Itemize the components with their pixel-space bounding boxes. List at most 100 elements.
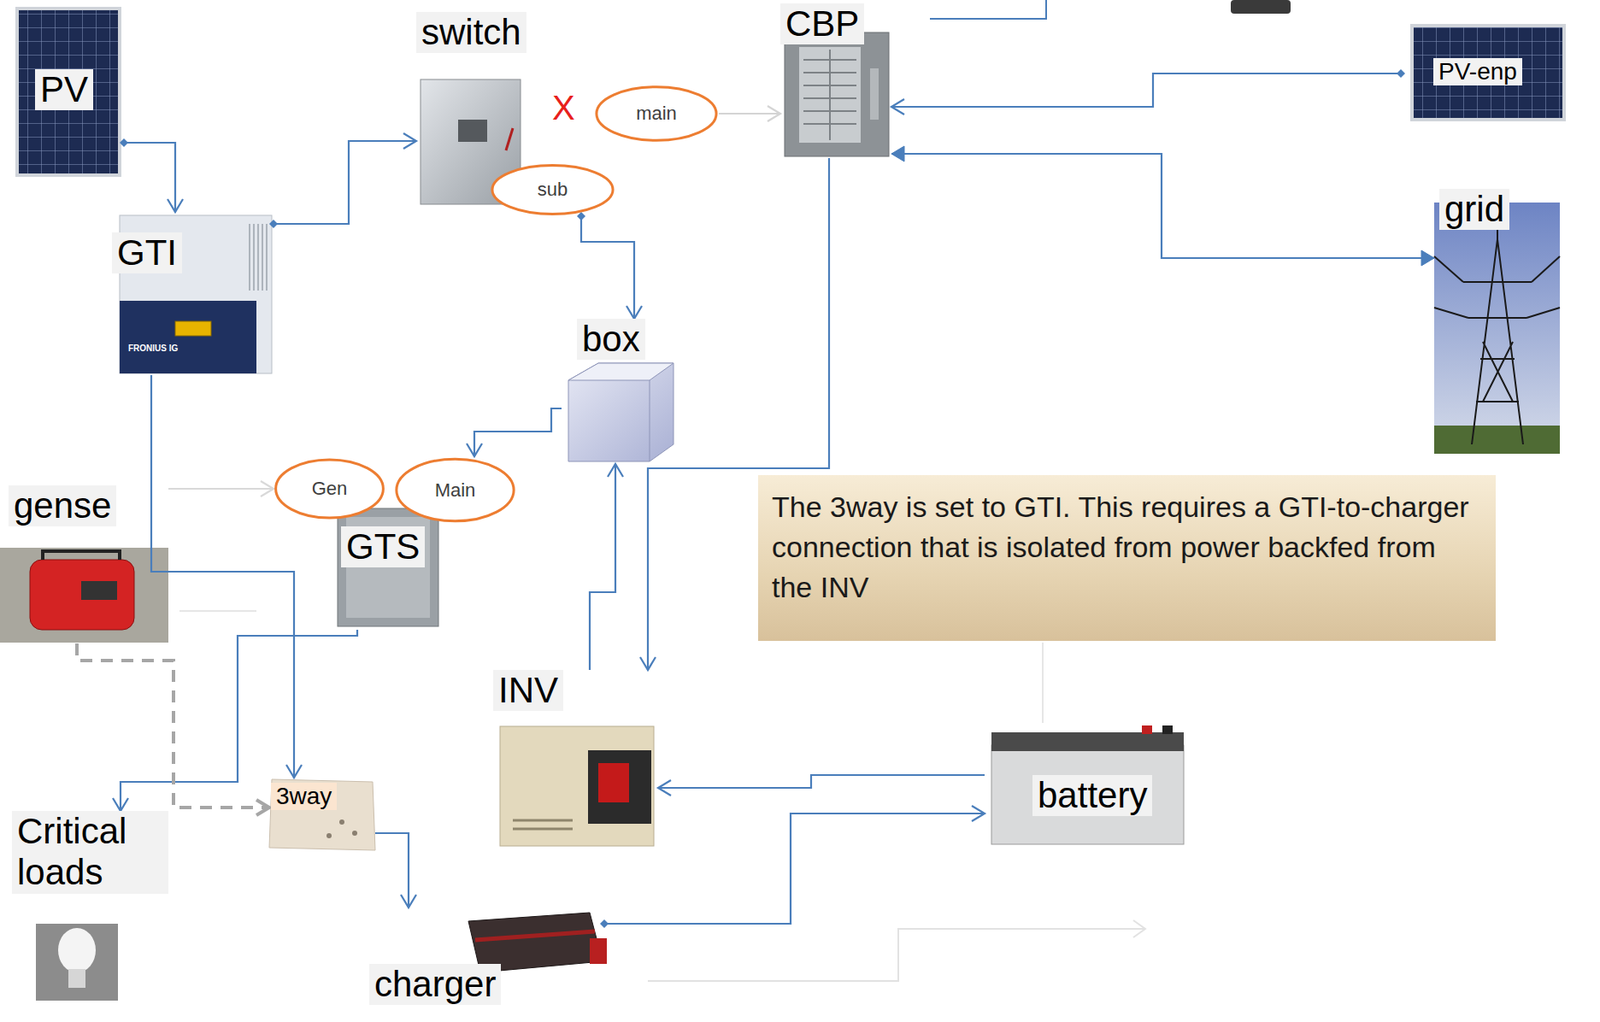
connector [589,464,624,671]
solar-panel [1411,25,1565,120]
connector [375,833,417,908]
oval-label: Gen [311,477,348,500]
generator-picture [0,547,169,643]
start-dot [119,138,129,148]
connector-line [375,833,409,908]
connector-line [658,775,985,789]
arrowhead [260,481,274,497]
connector-line [168,488,274,490]
connector [466,408,562,457]
connector [600,805,985,929]
label-box: PV [35,69,94,111]
transfer-switch-picture [337,508,439,627]
label-box: INV [493,670,564,712]
battery-picture [991,725,1184,845]
x-mark: X [552,88,576,127]
connector [576,211,642,319]
device-label: gense [13,485,112,527]
arrowhead [626,305,642,319]
wire [647,929,1146,982]
connector-line [120,629,358,812]
oval-label: Main [435,479,477,502]
connector [76,643,270,816]
arrowhead [112,798,129,812]
breaker-oval: Gen [273,457,386,521]
wire [929,0,1047,19]
breaker-oval: sub [489,163,616,217]
device-label: INV [498,670,559,712]
arrowhead [466,443,483,457]
battery: battery [984,726,1189,849]
pv-panel: PV [11,5,124,183]
connector [269,133,417,229]
arrowhead [767,105,781,122]
panel-box: CBP [780,0,892,159]
connector-line [718,112,781,115]
breaker-oval: Main [394,456,517,524]
connector-line [273,141,417,224]
device-label: PV-enp [1438,58,1518,86]
pv-panel: PV-enp [1400,20,1569,126]
connector-line [123,142,176,212]
breaker-oval: main [594,84,719,143]
oval-label: main [635,102,677,125]
connector-line [581,216,635,319]
device-label: switch [421,11,522,53]
label-box: grid [1439,188,1510,230]
connector-line [474,408,562,457]
connector [168,481,274,497]
transfer-switch: GTS [334,505,442,630]
label-box: box [576,318,646,360]
start-dot [269,219,278,229]
arrowhead [400,894,417,908]
label-box: PV-enp [1433,58,1523,86]
oval-text-group: main [635,102,677,125]
arrowhead [891,146,905,162]
device-label: GTS [346,526,420,568]
bulb-picture [35,923,118,1001]
arrowhead [286,764,302,778]
arrowhead [1133,920,1146,938]
box-picture [568,363,674,462]
arrowhead [658,780,671,796]
label-box: Critical loads [11,811,169,895]
generator: gense [0,485,169,644]
note-text: The 3way is set to GTI. This requires a … [771,487,1483,608]
device-label: 3way [276,782,332,811]
inverter-box: INV [493,670,659,853]
device-label: CBP [785,3,859,45]
connector [891,146,1435,266]
device-picture [1230,0,1291,14]
connector [658,775,985,796]
label-box: gense [8,485,117,527]
leader-line [1041,642,1044,724]
label-box: CBP [780,3,865,45]
device-label: battery [1037,775,1148,817]
arrowhead [1421,250,1435,266]
oval-text-group: Gen [311,477,348,500]
device-label: PV [40,69,89,111]
label-box: GTS [341,526,425,568]
connector [119,138,183,212]
connector [891,69,1406,115]
tower-picture [1434,202,1560,454]
device-label: box [582,318,641,360]
oval-text-group: sub [537,178,568,201]
connector-line [604,813,985,924]
arrowhead [607,464,624,477]
solar-panel [17,8,120,176]
oval-label: sub [537,178,568,201]
connector-line [76,643,270,808]
arrowhead [256,800,270,816]
load-box: Critical loads [11,811,169,1001]
note-box: The 3way is set to GTI. This requires a … [758,475,1496,642]
grid-tower: grid [1434,188,1560,454]
brand-text: FRONIUS IG [128,343,178,353]
connector-line [589,464,616,671]
arrowhead [403,133,417,149]
junction-box: box [561,318,674,465]
device-label: grid [1444,188,1505,230]
three-way-switch: 3way [269,777,376,851]
label-box: switch [416,11,527,53]
